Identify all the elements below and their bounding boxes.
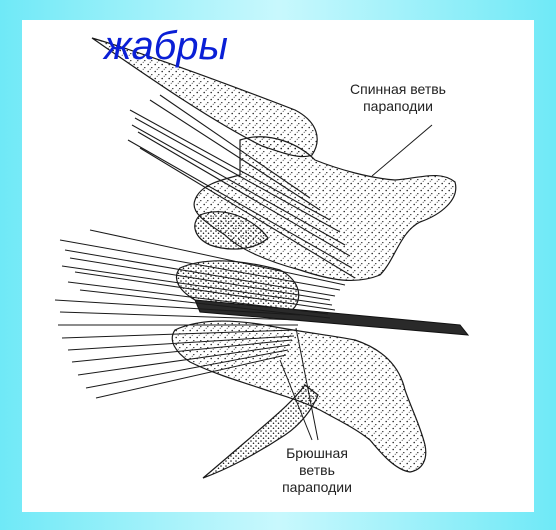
dorsal-leader-line xyxy=(372,125,432,176)
ventral-label-line-3: параподии xyxy=(262,479,372,496)
dorsal-branch-label: Спинная ветвь параподии xyxy=(318,81,478,115)
figure-title: жабры xyxy=(104,26,228,66)
dorsal-label-line-2: параподии xyxy=(318,98,478,115)
ventral-label-line-2: ветвь xyxy=(262,462,372,479)
dorsal-branch-lobe xyxy=(194,137,456,281)
dorsal-label-line-1: Спинная ветвь xyxy=(318,81,478,98)
ventral-label-line-1: Брюшная xyxy=(262,445,372,462)
ventral-branch-label: Брюшная ветвь параподии xyxy=(262,445,372,496)
